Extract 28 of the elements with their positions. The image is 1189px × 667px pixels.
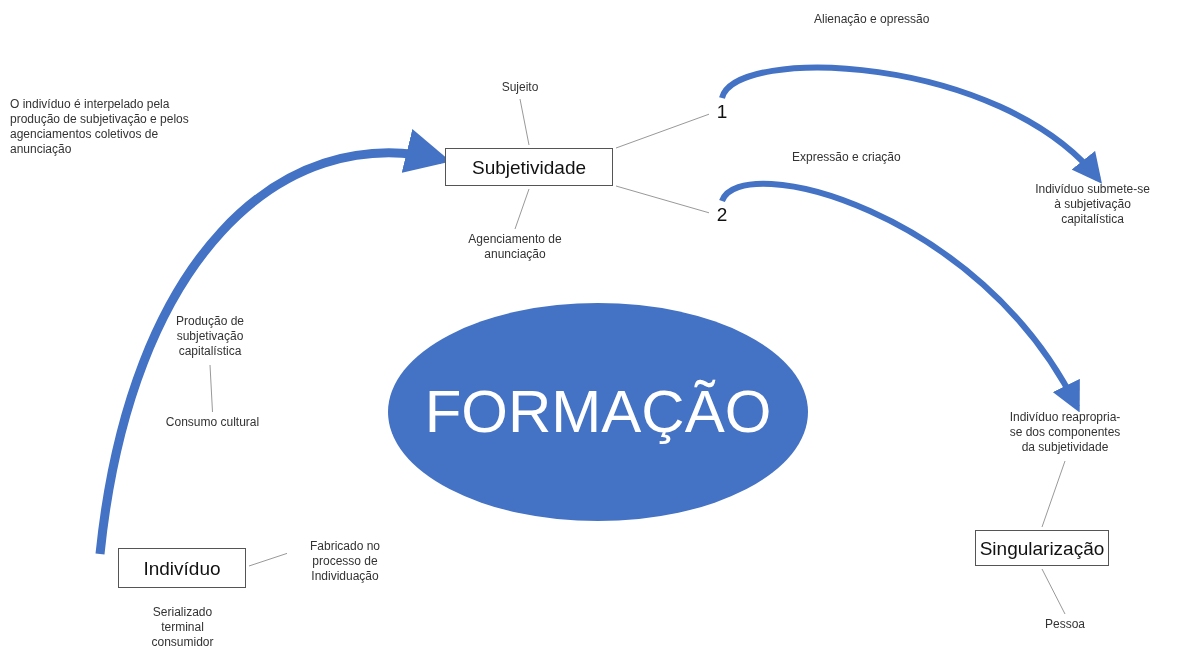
- note-text: O indivíduo é interpelado pela produção de subjetivação e pelos agenciamentos coletivos de anunciação: [10, 97, 190, 157]
- caption-text: Serializado terminal consumidor: [150, 605, 215, 650]
- connector-line: [615, 113, 710, 149]
- connector-line: [1041, 568, 1066, 615]
- note-text: Pessoa: [1040, 617, 1090, 633]
- edge-label: Alienação e opressão: [812, 12, 932, 27]
- concept-box: Indivíduo: [118, 548, 246, 588]
- note-text: Fabricado no processo de Individuação: [290, 539, 400, 587]
- concept-box: Subjetividade: [445, 148, 613, 186]
- note-text: Consumo cultural: [145, 415, 280, 431]
- connector-line: [209, 364, 213, 413]
- note-text: Produção de subjetivação capitalística: [150, 314, 270, 362]
- connector-line: [1041, 460, 1066, 528]
- edge-label: Expressão e criação: [790, 150, 903, 165]
- connector-line: [519, 98, 530, 146]
- curved-arrow: [719, 181, 1080, 413]
- connector-line: [248, 552, 288, 567]
- note-text: Agenciamento de anunciação: [450, 232, 580, 264]
- branch-number: 1: [712, 101, 732, 123]
- note-text: Sujeito: [495, 80, 545, 96]
- branch-number: 2: [712, 204, 732, 226]
- ellipse-title: FORMAÇÃO: [424, 377, 772, 447]
- note-text: Indivíduo submete-se à subjetivação capitalística: [1035, 182, 1150, 230]
- connector-line: [514, 188, 530, 230]
- curved-arrow: [719, 64, 1103, 184]
- concept-box: Singularização: [975, 530, 1109, 566]
- connector-line: [615, 185, 710, 214]
- note-text: Indivíduo reapropria-se dos componentes da subjetividade: [1005, 410, 1125, 458]
